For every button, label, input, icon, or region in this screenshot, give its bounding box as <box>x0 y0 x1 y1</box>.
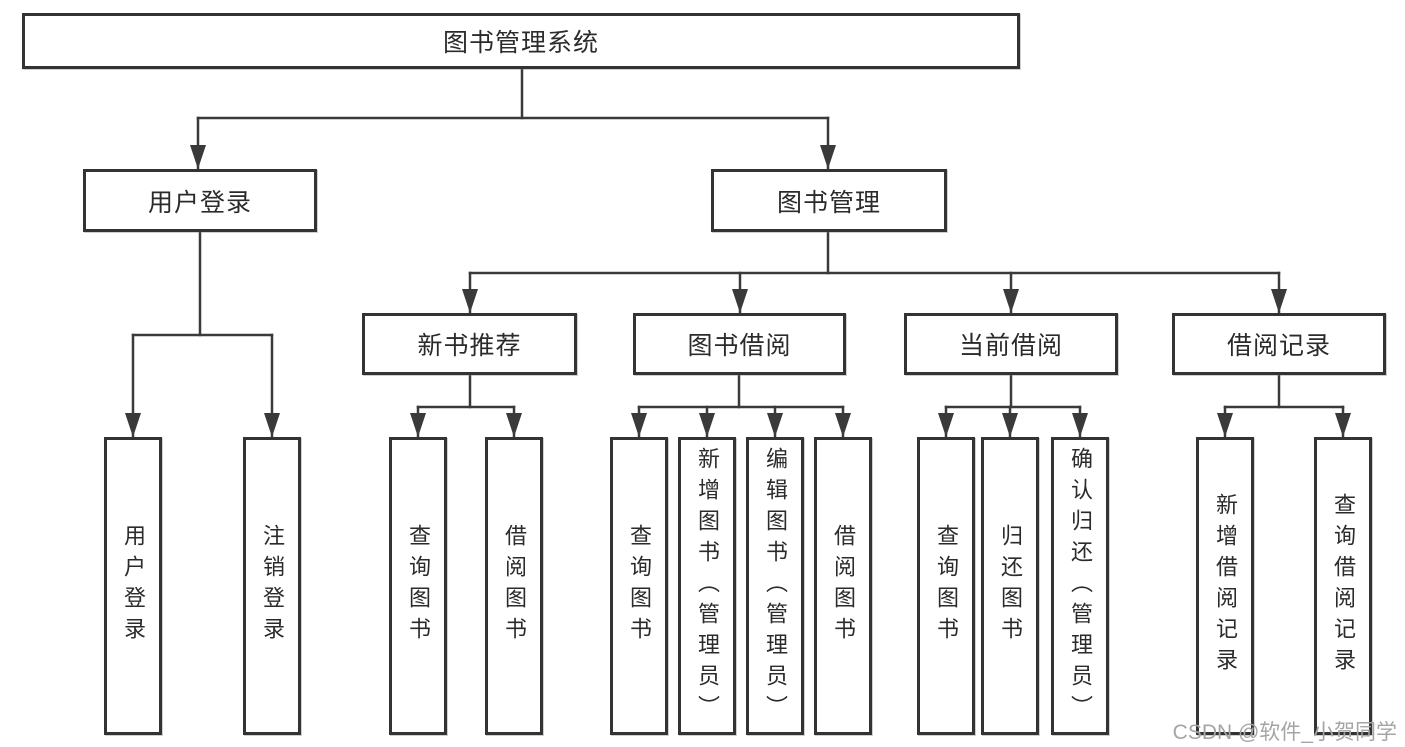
leaf-confirm-return-admin: 确认归还（管理员） <box>1051 437 1109 735</box>
node-label: 借阅记录 <box>1226 332 1331 360</box>
leaf-add-book-admin: 新增图书（管理员） <box>678 437 736 735</box>
leaf-recommend-query-book: 查询图书 <box>389 437 447 735</box>
leaf-current-query-book: 查询图书 <box>917 437 975 735</box>
node-label: 确认归还（管理员） <box>1068 446 1093 726</box>
node-label: 当前借阅 <box>958 332 1063 360</box>
node-label: 新增借阅记录 <box>1213 493 1238 679</box>
leaf-recommend-borrow-book: 借阅图书 <box>485 437 543 735</box>
node-label: 图书管理系统 <box>442 29 599 57</box>
leaf-query-borrow-record: 查询借阅记录 <box>1314 437 1372 735</box>
node-label: 归还图书 <box>998 524 1023 648</box>
node-label: 注销登录 <box>260 524 285 648</box>
node-label: 查询图书 <box>406 524 431 648</box>
leaf-return-book: 归还图书 <box>981 437 1039 735</box>
node-label: 查询借阅记录 <box>1331 493 1356 679</box>
node-borrow-record: 借阅记录 <box>1172 313 1386 375</box>
node-label: 图书管理 <box>776 188 881 217</box>
node-label: 图书借阅 <box>687 332 792 360</box>
csdn-watermark: CSDN @软件_小贺同学 <box>1172 721 1397 744</box>
node-current-borrow: 当前借阅 <box>904 313 1118 375</box>
leaf-logout: 注销登录 <box>243 437 301 735</box>
node-label: 查询图书 <box>627 524 652 648</box>
leaf-user-login: 用户登录 <box>104 437 162 735</box>
node-label: 借阅图书 <box>831 524 856 648</box>
leaf-borrow-query-book: 查询图书 <box>610 437 668 735</box>
leaf-edit-book-admin: 编辑图书（管理员） <box>746 437 804 735</box>
node-library-management-system: 图书管理系统 <box>22 13 1020 69</box>
node-label: 新书推荐 <box>417 332 522 360</box>
node-book-management: 图书管理 <box>711 169 947 232</box>
node-label: 查询图书 <box>934 524 959 648</box>
node-book-borrow: 图书借阅 <box>633 313 846 375</box>
node-label: 用户登录 <box>147 188 252 217</box>
node-label: 用户登录 <box>121 524 146 648</box>
node-new-book-recommend: 新书推荐 <box>362 313 577 375</box>
node-label: 新增图书（管理员） <box>695 446 720 726</box>
node-user-login: 用户登录 <box>83 169 317 232</box>
leaf-borrow-book: 借阅图书 <box>814 437 872 735</box>
node-label: 编辑图书（管理员） <box>763 446 788 726</box>
node-label: 借阅图书 <box>502 524 527 648</box>
leaf-add-borrow-record: 新增借阅记录 <box>1196 437 1254 735</box>
